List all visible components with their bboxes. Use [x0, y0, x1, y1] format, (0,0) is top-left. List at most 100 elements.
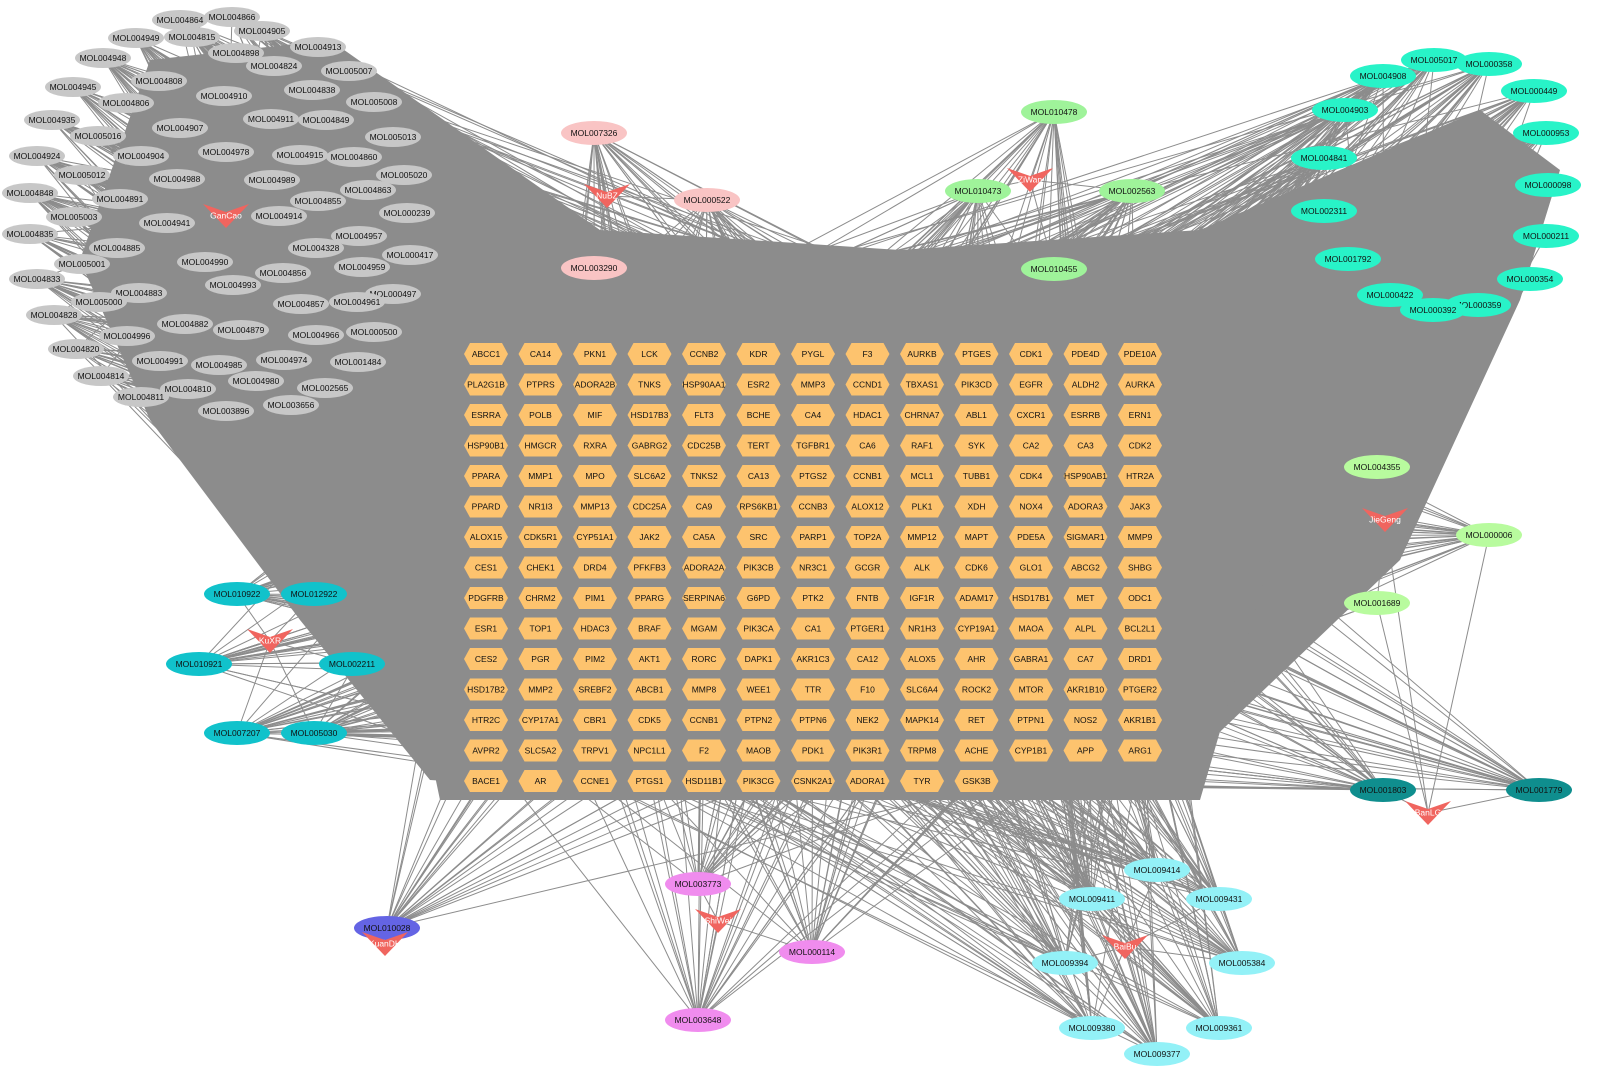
compound-node[interactable]: MOL009414 — [1124, 858, 1190, 882]
target-node[interactable]: KDR — [736, 343, 781, 365]
target-node[interactable]: PIK3CA — [736, 617, 781, 640]
compound-node[interactable]: MOL009361 — [1186, 1016, 1252, 1040]
compound-node[interactable]: MOL002211 — [319, 652, 385, 676]
target-node[interactable]: RET — [954, 709, 999, 731]
compound-node[interactable]: MOL009394 — [1032, 951, 1098, 975]
target-node[interactable]: PKN1 — [573, 343, 617, 365]
target-node[interactable]: MIF — [573, 404, 617, 426]
compound-node[interactable]: MOL005003 — [46, 207, 102, 227]
target-node[interactable]: ABL1 — [954, 404, 999, 426]
target-node[interactable]: HDAC1 — [845, 404, 890, 426]
compound-node[interactable]: MOL004811 — [113, 387, 169, 407]
target-node[interactable]: CDK1 — [1009, 343, 1053, 365]
target-node[interactable]: AVPR2 — [464, 739, 508, 762]
target-node[interactable]: SIGMAR1 — [1063, 526, 1108, 548]
target-node[interactable]: AKR1B10 — [1063, 678, 1108, 701]
compound-node[interactable]: MOL010028 — [354, 916, 420, 940]
compound-node[interactable]: MOL004828 — [26, 305, 82, 325]
compound-node[interactable]: MOL004833 — [9, 269, 65, 289]
target-node[interactable]: HSP90B1 — [464, 434, 508, 457]
target-node[interactable]: CHEK1 — [518, 556, 563, 579]
target-node[interactable]: CCNB1 — [845, 465, 890, 487]
compound-node[interactable]: MOL004911 — [243, 109, 299, 129]
target-node[interactable]: JAK2 — [627, 526, 672, 548]
target-node[interactable]: PIK3CG — [736, 770, 781, 792]
target-node[interactable]: WEE1 — [736, 678, 781, 701]
compound-node[interactable]: MOL001803 — [1350, 778, 1416, 802]
target-node[interactable]: CBR1 — [573, 709, 617, 731]
target-node[interactable]: PDE4D — [1063, 343, 1108, 365]
compound-node[interactable]: MOL004863 — [340, 180, 396, 200]
compound-node[interactable]: MOL000417 — [382, 245, 438, 265]
compound-node[interactable]: MOL004945 — [45, 77, 101, 97]
compound-node[interactable]: MOL004328 — [288, 238, 344, 258]
target-node[interactable]: PDK1 — [791, 739, 835, 762]
compound-node[interactable]: MOL003773 — [665, 872, 731, 896]
compound-node[interactable]: MOL005007 — [321, 61, 377, 81]
target-node[interactable]: PTGER1 — [845, 617, 890, 640]
target-node[interactable]: GCGR — [845, 556, 890, 579]
compound-node[interactable]: MOL000522 — [674, 188, 740, 212]
target-node[interactable]: CCNB1 — [682, 709, 726, 731]
compound-node[interactable]: MOL004941 — [139, 213, 195, 233]
compound-node[interactable]: MOL000392 — [1400, 298, 1466, 322]
compound-node[interactable]: MOL005008 — [346, 92, 402, 112]
compound-node[interactable]: MOL004914 — [251, 206, 307, 226]
compound-node[interactable]: MOL004808 — [131, 71, 187, 91]
target-node[interactable]: NPC1L1 — [627, 739, 672, 762]
compound-node[interactable]: MOL007207 — [204, 721, 270, 745]
target-node[interactable]: CDK2 — [1118, 434, 1162, 457]
target-node[interactable]: PARP1 — [791, 526, 835, 548]
compound-node[interactable]: MOL001792 — [1315, 247, 1381, 271]
target-node[interactable]: PTGER2 — [1118, 678, 1162, 701]
target-node[interactable]: CA1 — [791, 617, 835, 640]
compound-node[interactable]: MOL003648 — [665, 1008, 731, 1032]
target-node[interactable]: PTPRS — [518, 373, 563, 396]
compound-node[interactable]: MOL000358 — [1456, 52, 1522, 76]
compound-node[interactable]: MOL004904 — [113, 146, 169, 166]
compound-node[interactable]: MOL003290 — [561, 256, 627, 280]
compound-node[interactable]: MOL004949 — [108, 28, 164, 48]
compound-node[interactable]: MOL004848 — [2, 183, 58, 203]
compound-node[interactable]: MOL000006 — [1456, 523, 1522, 547]
compound-node[interactable]: MOL002563 — [1099, 179, 1165, 203]
compound-node[interactable]: MOL001689 — [1344, 591, 1410, 615]
compound-node[interactable]: MOL004974 — [256, 350, 312, 370]
compound-node[interactable]: MOL004860 — [326, 147, 382, 167]
compound-node[interactable]: MOL004855 — [290, 191, 346, 211]
compound-node[interactable]: MOL004885 — [89, 238, 145, 258]
compound-node[interactable]: MOL004907 — [152, 118, 208, 138]
target-node[interactable]: HSD17B1 — [1009, 587, 1053, 609]
target-node[interactable]: ACHE — [954, 739, 999, 762]
target-node[interactable]: AKR1B1 — [1118, 709, 1162, 731]
target-node[interactable]: IGF1R — [900, 587, 944, 609]
target-node[interactable]: PTGS1 — [627, 770, 672, 792]
target-node[interactable]: GLO1 — [1009, 556, 1053, 579]
compound-node[interactable]: MOL004814 — [73, 366, 129, 386]
target-node[interactable]: ALOX15 — [464, 526, 508, 548]
target-node[interactable]: PPARD — [464, 495, 508, 518]
target-node[interactable]: MMP3 — [791, 373, 835, 396]
target-node[interactable]: GABRA1 — [1009, 648, 1053, 670]
compound-node[interactable]: MOL000953 — [1513, 121, 1579, 145]
target-node[interactable]: PYGL — [791, 343, 835, 365]
compound-node[interactable]: MOL004980 — [228, 371, 284, 391]
target-node[interactable]: MET — [1063, 587, 1108, 609]
target-node[interactable]: MMP12 — [900, 526, 944, 548]
target-node[interactable]: NR1H3 — [900, 617, 944, 640]
compound-node[interactable]: MOL005013 — [365, 127, 421, 147]
target-node[interactable]: MAPT — [954, 526, 999, 548]
compound-node[interactable]: MOL004824 — [246, 56, 302, 76]
compound-node[interactable]: MOL000500 — [346, 322, 402, 342]
compound-node[interactable]: MOL005030 — [281, 721, 347, 745]
target-node[interactable]: CDC25B — [682, 434, 726, 457]
compound-node[interactable]: MOL010473 — [945, 179, 1011, 203]
target-node[interactable]: PGR — [518, 648, 563, 670]
target-node[interactable]: PLK1 — [900, 495, 944, 518]
target-node[interactable]: ADORA3 — [1063, 495, 1108, 518]
target-node[interactable]: PPARG — [627, 587, 672, 609]
compound-node[interactable]: MOL004849 — [298, 110, 354, 130]
target-node[interactable]: MAPK14 — [900, 709, 944, 731]
target-node[interactable]: CA6 — [845, 434, 890, 457]
target-node[interactable]: CCND1 — [845, 373, 890, 396]
